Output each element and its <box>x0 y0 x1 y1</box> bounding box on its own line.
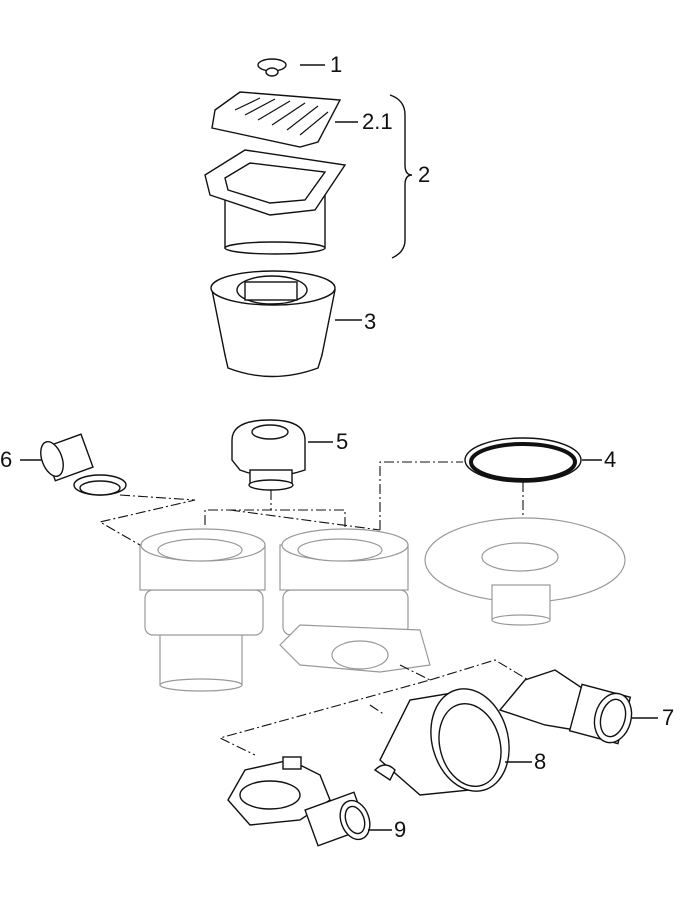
sealing-collar <box>424 517 626 626</box>
part-6-elbow <box>40 433 127 496</box>
part-7-outlet-elbow <box>498 669 633 745</box>
callout-7: 7 <box>662 705 675 730</box>
part-9-outlet-elbow <box>227 756 371 847</box>
drain-body-variant-vertical <box>139 528 266 692</box>
callout-1: 1 <box>330 52 343 77</box>
assembly-lines <box>98 461 546 756</box>
callout-2: 2 <box>418 162 431 187</box>
callout-6: 6 <box>0 447 13 472</box>
part-2-1-grate <box>211 91 342 148</box>
callout-4: 4 <box>604 447 617 472</box>
callout-2-1: 2.1 <box>362 109 393 134</box>
part-3-odour-trap <box>210 270 336 378</box>
callout-9: 9 <box>394 817 407 842</box>
part-1-clip <box>257 58 287 77</box>
drain-body-variant-horizontal <box>279 528 431 673</box>
part-8-outlet-pipe <box>373 688 510 796</box>
callout-8: 8 <box>534 749 547 774</box>
part-4-sealing-ring <box>464 437 582 483</box>
part-5-insert <box>231 419 306 491</box>
part-2-drain-body <box>204 149 347 255</box>
callout-3: 3 <box>364 309 377 334</box>
callout-5: 5 <box>336 429 349 454</box>
